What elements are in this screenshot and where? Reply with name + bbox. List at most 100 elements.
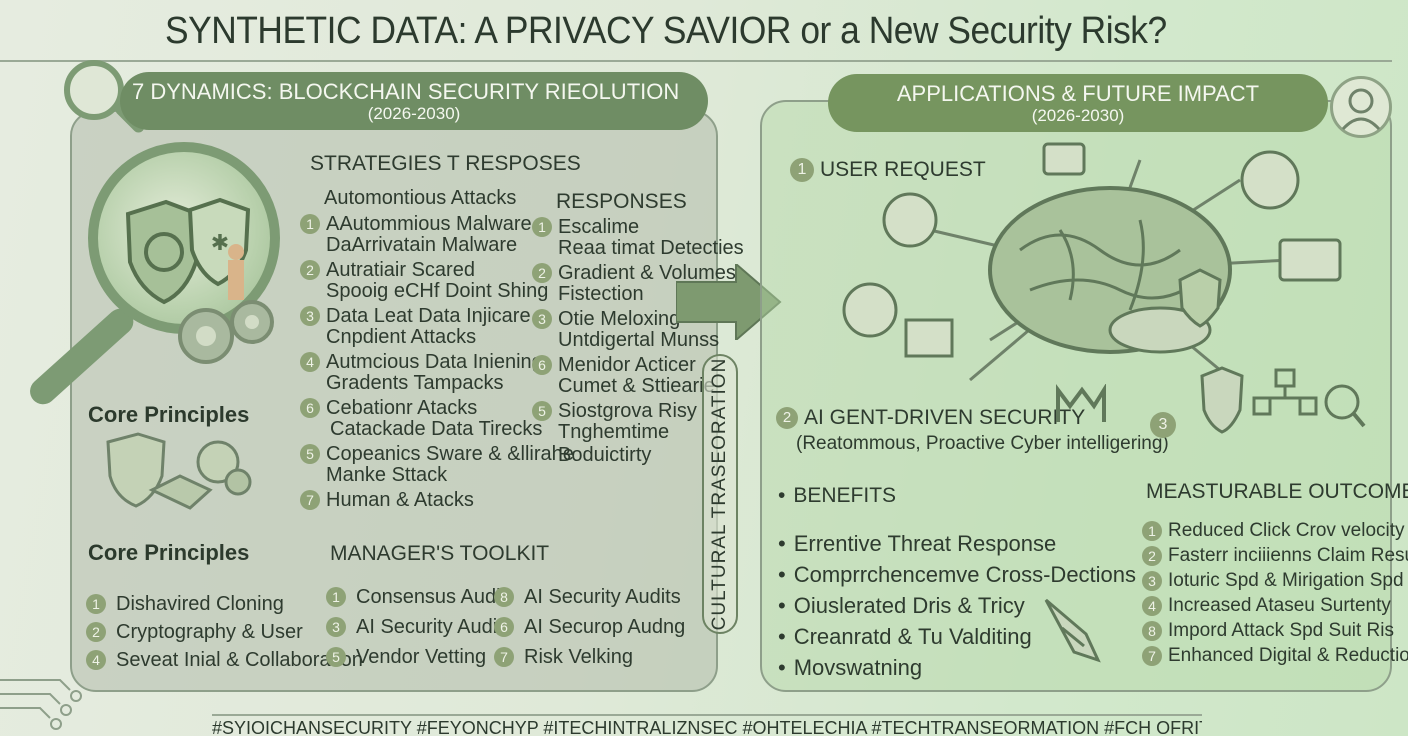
list-item-label: Cumet & Sttiearie [558,375,715,397]
step-number: 7 [494,647,514,667]
step-number: 1 [532,216,552,237]
list-item-label: DaArrivatain Malware [326,234,518,256]
list-item-label: Creanratd & Tu Valditing [793,623,1032,649]
list-item-label: Impord Attack Spd Suit Ris [1168,620,1394,641]
list-item-label: Seveat Inial & Collaboration [116,649,363,671]
step-number: 1 [300,213,320,234]
list-item-label: Vendor Vetting [356,646,487,668]
list-item: 7 Enhanced Digital & Reduction [1142,643,1408,668]
step-3-marker: 3 [1150,412,1182,438]
step-number: 1 [790,158,814,182]
step-number: 3 [1142,570,1162,591]
right-banner: APPLICATIONS & FUTURE IMPACT (2026-2030) [828,74,1328,132]
list-item-label: Movswatning [793,654,923,680]
step-number: 5 [532,400,552,421]
list-item-label: Human & Atacks [326,488,474,511]
list-item-label: Copeanics Sware & &llirahe [326,442,574,465]
arrow-right-icon [676,264,782,340]
step-number: 4 [86,650,106,670]
handshake-icon [106,432,252,510]
core-principles-heading: Core Principles [88,402,250,427]
list-item-label: Autmcious Data Iniening [326,350,543,373]
ai-agent-subtitle: (Reatommous, Proactive Cyber intelligeri… [796,433,1169,454]
step-number: 6 [532,354,552,375]
brain-network-icon [842,142,1342,382]
list-item-label: Oiuslerated Dris & Tricy [793,592,1025,618]
list-item: 2 Fasterr inciiienns Claim Resuce [1142,543,1408,568]
user-avatar-icon [1330,76,1392,138]
list-item-label: Spooig eCHf Doint Shing [326,280,549,302]
list-item: 2 Gradient & Volumes [532,261,744,284]
step-number: 4 [1142,595,1162,616]
step-number: 2 [1142,545,1162,566]
svg-text:✱: ✱ [211,231,229,256]
benefits-list: •Errentive Threat Response •Comprrchence… [778,528,1136,683]
list-item-label: AI Security Audits [524,586,681,608]
list-item-label: Tnghemtime [558,421,670,443]
ai-agent-label: AI GENT-DRIVEN SECURITY [804,406,1086,429]
step-number: 2 [532,262,552,283]
list-item: •Comprrchencemve Cross-Dections [778,561,1137,587]
user-request: 1 USER REQUEST [790,158,986,182]
right-banner-years: (2026-2030) [1031,106,1125,126]
list-item-label: Fasterr inciiienns Claim Resuce [1168,545,1408,566]
responses-header: RESPONSES [556,190,687,213]
list-item-label: Cryptography & User [116,621,303,643]
list-item-label: Gradient & Volumes [558,261,736,284]
right-banner-title: APPLICATIONS & FUTURE IMPACT [896,81,1260,106]
list-item-label: Catackade Data Tirecks [330,418,543,440]
rocket-icon [1044,598,1101,663]
list-item-label: Escalime [558,215,640,238]
cultural-label: CULTURAL TRASEORATION [709,357,730,631]
step-number: 2 [776,407,798,429]
left-banner-years: (2026-2030) [367,104,461,124]
step-number: 8 [1142,620,1162,641]
step-number: 7 [300,489,320,510]
list-item-label: Untdigertal Munss [558,329,720,351]
cultural-transformation-tag: CULTURAL TRASEORATION [702,354,738,634]
list-item-label: Reduced Click Crov velocity [1168,520,1405,541]
list-item: 7 Risk Velking [494,642,685,672]
step-number: 3 [300,305,320,326]
list-item: 7 Human & Atacks [300,488,574,511]
list-item-label: Siostgrova Risy [558,399,697,422]
strategies-header: STRATEGIES T RESPOSES [310,152,581,175]
step-number: 7 [1142,645,1162,666]
list-item-label: Risk Velking [524,646,633,668]
list-item-label: Consensus Audit [356,586,507,608]
chart-icon [1056,384,1106,422]
list-item-label: Enhanced Digital & Reduction [1168,645,1408,666]
list-item-label: Manke Sttack [326,464,448,486]
list-item-label: Data Leat Data Injicare [326,304,531,327]
list-item-label: AI Security Audits [356,616,513,638]
page-title: SYNTHETIC DATA: A PRIVACY SAVIOR or a Ne… [165,10,1167,52]
list-item-label: AI Securop Audng [524,616,686,638]
list-item-label: Cebationr Atacks [326,396,478,419]
list-item-label: Otie Meloxing [558,307,681,330]
list-item: 1 Escalime [532,215,744,238]
step-number: 1 [326,587,346,607]
list-item: •Movswatning [778,654,923,680]
core-principles-heading-2: Core Principles [88,540,250,565]
list-item: 4 Seveat Inial & Collaboration [86,646,363,674]
toolkit-header: MANAGER'S TOOLKIT [330,542,550,565]
list-item-label: Cnpdient Attacks [326,326,477,348]
list-item: 5 Siostgrova Risy [532,399,744,422]
step-number: 2 [86,622,106,642]
step-number: 5 [326,647,346,667]
step-number: 3 [1150,412,1176,438]
